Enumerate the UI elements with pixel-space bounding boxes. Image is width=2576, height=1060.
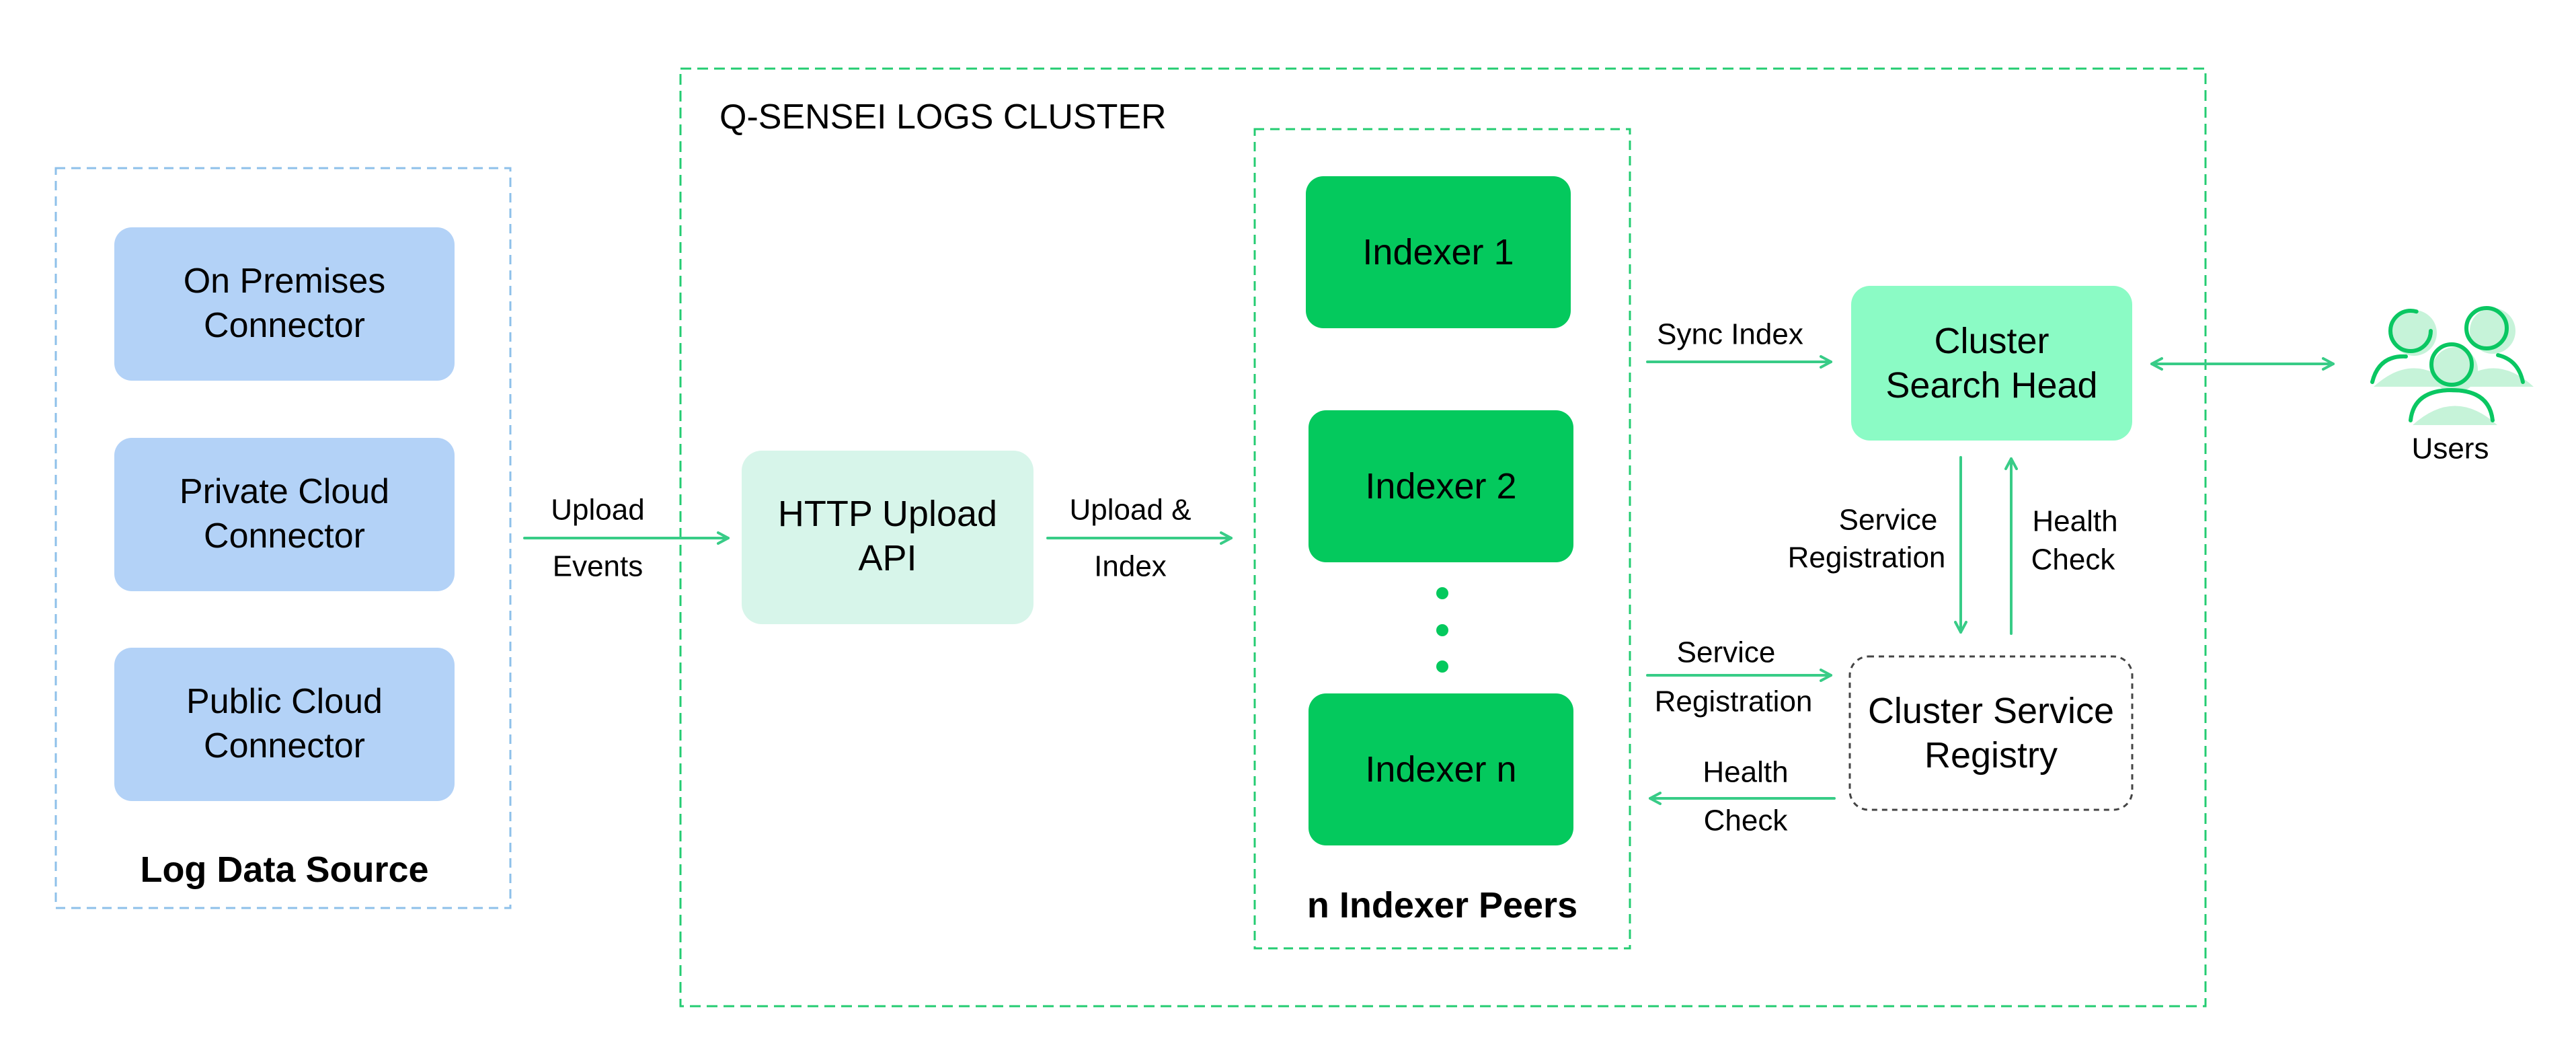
edge-labels: Upload Events Upload & Index Sync Index … xyxy=(551,318,2117,837)
cluster-service-registry-label-line-1: Cluster Service xyxy=(1868,691,2114,731)
connector-box xyxy=(114,438,455,591)
cluster-search-head-box xyxy=(1851,286,2132,441)
ellipsis-dot xyxy=(1436,660,1448,673)
ellipsis-dot xyxy=(1436,624,1448,636)
log-data-source-border xyxy=(54,167,512,909)
edge-label-health: Health xyxy=(2032,505,2117,538)
edge-label-registration: Registration xyxy=(1655,685,1813,718)
edge-label-upload: Upload xyxy=(551,494,644,527)
users-label: Users xyxy=(2412,432,2489,465)
http-upload-api-box xyxy=(742,451,1033,624)
indexer-node: Indexer 2 xyxy=(1309,410,1573,562)
edge-label-service: Service xyxy=(1839,504,1938,537)
http-upload-api-node: HTTP Upload API xyxy=(742,451,1033,624)
connector-on-premises: On Premises Connector xyxy=(114,227,455,381)
http-upload-api-label-line-1: HTTP Upload xyxy=(778,494,997,534)
http-upload-api-label-line-2: API xyxy=(858,538,916,578)
indexer-peers-title: n Indexer Peers xyxy=(1307,885,1577,925)
edge-label-health: Health xyxy=(1703,756,1788,789)
indexer-node: Indexer n xyxy=(1309,693,1573,845)
users-node: Users xyxy=(2370,306,2534,465)
connector-label-line-1: Public Cloud xyxy=(186,682,383,721)
edge-label-sync-index: Sync Index xyxy=(1657,318,1803,351)
cluster-search-head-node: Cluster Search Head xyxy=(1851,286,2132,441)
indexer-peers-border xyxy=(1253,128,1631,950)
connector-label-line-2: Connector xyxy=(204,306,365,345)
edge-label-index: Index xyxy=(1094,550,1167,583)
cluster-search-head-label-line-2: Search Head xyxy=(1885,365,2097,406)
ellipsis-dot xyxy=(1436,587,1448,599)
indexer-peers-group: Indexer 1 Indexer 2 Indexer n n Indexer … xyxy=(1253,128,1631,950)
connector-label-line-1: Private Cloud xyxy=(180,472,389,511)
indexer-label: Indexer 1 xyxy=(1362,232,1514,272)
connector-label-line-2: Connector xyxy=(204,726,365,765)
cluster-search-head-label-line-1: Cluster xyxy=(1934,321,2049,361)
indexer-label: Indexer n xyxy=(1365,749,1516,790)
arrows xyxy=(523,355,2335,805)
edge-label-registration: Registration xyxy=(1788,541,1946,574)
edge-label-events: Events xyxy=(553,550,643,583)
connector-label-line-2: Connector xyxy=(204,517,365,556)
log-data-source-group: On Premises Connector Private Cloud Conn… xyxy=(54,167,512,909)
users-icon xyxy=(2370,306,2534,425)
connector-label-line-1: On Premises xyxy=(184,262,386,301)
indexer-box xyxy=(1309,693,1573,845)
connector-private-cloud: Private Cloud Connector xyxy=(114,438,455,591)
edge-label-service: Service xyxy=(1677,636,1776,669)
log-data-source-title: Log Data Source xyxy=(140,849,428,890)
connector-box xyxy=(114,648,455,801)
cluster-title: Q-SENSEI LOGS CLUSTER xyxy=(719,98,1167,137)
indexer-box xyxy=(1306,176,1571,328)
cluster-service-registry-label-line-2: Registry xyxy=(1924,735,2058,775)
indexer-box xyxy=(1309,410,1573,562)
edge-label-check: Check xyxy=(2031,543,2116,576)
edge-label-check: Check xyxy=(1704,804,1789,837)
indexer-label: Indexer 2 xyxy=(1365,466,1516,506)
connector-box xyxy=(114,227,455,381)
indexer-node: Indexer 1 xyxy=(1306,176,1571,328)
connector-public-cloud: Public Cloud Connector xyxy=(114,648,455,801)
edge-label-upload-and: Upload & xyxy=(1069,494,1191,527)
logs-cluster-group: Q-SENSEI LOGS CLUSTER HTTP Upload API In… xyxy=(679,67,2207,1008)
cluster-service-registry-node: Cluster Service Registry xyxy=(1848,655,2134,811)
cluster-service-registry-box xyxy=(1848,655,2134,811)
